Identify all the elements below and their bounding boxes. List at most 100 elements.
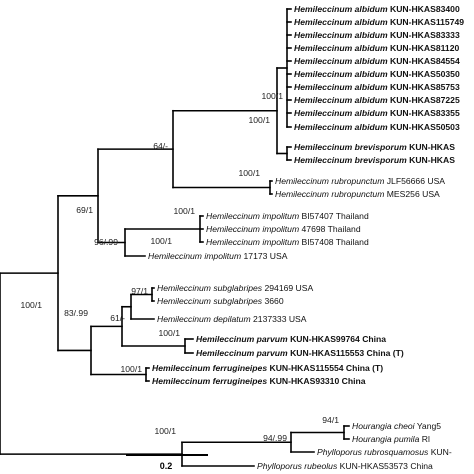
taxon-voucher: KUN-HKAS93310 China <box>267 376 366 386</box>
taxon-voucher: KUN-HKAS53573 China <box>337 461 433 471</box>
taxon-voucher: KUN-HKAS50350 <box>388 69 460 79</box>
taxon-label: Hemileccinum impolitum 17173 USA <box>148 251 288 261</box>
scale-bar: 0.2 <box>126 454 208 471</box>
taxon-label: Hemileccinum parvum KUN-HKAS115553 China… <box>196 348 404 358</box>
taxon-label: Hemileccinum rubropunctum MES256 USA <box>275 189 440 199</box>
taxon-label: Hemileccinum ferrugineipes KUN-HKAS93310… <box>152 376 366 386</box>
support-value: 100/1 <box>20 300 42 310</box>
taxon-species: Hemileccinum ferrugineipes <box>152 363 267 373</box>
taxon-species: Hemileccinum subglabripes <box>157 283 263 293</box>
taxon-species: Hemileccinum albidum <box>294 82 388 92</box>
taxon-voucher: 2137333 USA <box>251 314 307 324</box>
taxon-species: Hemileccinum rubropunctum <box>275 189 384 199</box>
taxon-voucher: Rl <box>419 434 430 444</box>
support-value: 100/1 <box>261 91 283 101</box>
taxon-species: Hourangia pumila <box>352 434 420 444</box>
taxon-label: Hemileccinum rubropunctum JLF56666 USA <box>275 176 445 186</box>
support-value: 97/1 <box>131 286 148 296</box>
taxon-species: Hemileccinum albidum <box>294 108 388 118</box>
support-value: 100/1 <box>150 236 172 246</box>
taxon-voucher: BI57408 Thailand <box>299 237 369 247</box>
taxon-label: Hemileccinum brevisporum KUN-HKAS <box>294 155 455 165</box>
taxon-label: Hemileccinum albidum KUN-HKAS83333 <box>294 30 460 40</box>
taxon-voucher: KUN-HKAS <box>407 142 455 152</box>
taxon-label: Hemileccinum brevisporum KUN-HKAS <box>294 142 455 152</box>
taxon-species: Hemileccinum impolitum <box>206 224 299 234</box>
taxon-species: Hemileccinum albidum <box>294 95 388 105</box>
taxon-label: Hemileccinum albidum KUN-HKAS81120 <box>294 43 459 53</box>
support-value: 100/1 <box>248 115 270 125</box>
taxon-label: Hemileccinum ferrugineipes KUN-HKAS11555… <box>152 363 383 373</box>
taxon-voucher: 47698 Thailand <box>299 224 361 234</box>
taxon-label: Hemileccinum subglabripes 3660 <box>157 296 284 306</box>
taxon-voucher: JLF56666 USA <box>384 176 445 186</box>
support-values: 100/1 100/1 64/- 100/1 100/1 69/1 100/1 96/.99 1… <box>20 91 339 443</box>
taxon-label: Hemileccinum depilatum 2137333 USA <box>157 314 307 324</box>
taxon-species: Hemileccinum parvum <box>196 348 288 358</box>
taxon-species: Hourangia cheoi <box>352 421 416 431</box>
taxon-voucher: Yang5 <box>415 421 442 431</box>
taxon-voucher: KUN-HKAS83400 <box>388 4 460 14</box>
taxon-species: Hemileccinum brevisporum <box>294 155 407 165</box>
support-value: 100/1 <box>154 426 176 436</box>
taxon-voucher: KUN-HKAS83355 <box>388 108 460 118</box>
taxon-voucher: 17173 USA <box>241 251 288 261</box>
taxon-voucher: KUN-HKAS <box>407 155 455 165</box>
support-value: 61/- <box>110 313 125 323</box>
taxon-voucher: MES256 USA <box>384 189 440 199</box>
taxon-labels: Hemileccinum albidum KUN-HKAS83400Hemile… <box>148 4 464 471</box>
taxon-voucher: KUN-HKAS115749 <box>388 17 465 27</box>
taxon-voucher: KUN-HKAS85753 <box>388 82 460 92</box>
taxon-label: Hemileccinum impolitum BI57408 Thailand <box>206 237 369 247</box>
taxon-species: Hemileccinum parvum <box>196 334 288 344</box>
taxon-label: Hemileccinum albidum KUN-HKAS83355 <box>294 108 460 118</box>
taxon-species: Hemileccinum rubropunctum <box>275 176 384 186</box>
taxon-species: Hemileccinum albidum <box>294 17 388 27</box>
taxon-label: Hemileccinum parvum KUN-HKAS99764 China <box>196 334 386 344</box>
taxon-species: Hemileccinum impolitum <box>148 251 241 261</box>
support-value: 94/1 <box>322 415 339 425</box>
taxon-voucher: KUN-HKAS99764 China <box>288 334 387 344</box>
taxon-voucher: KUN- <box>428 447 452 457</box>
taxon-label: Hemileccinum albidum KUN-HKAS87225 <box>294 95 460 105</box>
taxon-label: Hourangia cheoi Yang5 <box>352 421 441 431</box>
taxon-label: Hemileccinum subglabripes 294169 USA <box>157 283 313 293</box>
support-value: 100/1 <box>173 206 195 216</box>
taxon-species: Hemileccinum albidum <box>294 30 388 40</box>
taxon-voucher: 294169 USA <box>262 283 313 293</box>
taxon-species: Hemileccinum albidum <box>294 43 388 53</box>
taxon-voucher: BI57407 Thailand <box>299 211 369 221</box>
tree-branches <box>0 8 350 467</box>
taxon-voucher: KUN-HKAS87225 <box>388 95 460 105</box>
taxon-species: Hemileccinum albidum <box>294 56 388 66</box>
taxon-species: Phylloporus rubeolus <box>257 461 338 471</box>
taxon-label: Hemileccinum impolitum BI57407 Thailand <box>206 211 369 221</box>
taxon-species: Hemileccinum depilatum <box>157 314 251 324</box>
taxon-species: Hemileccinum albidum <box>294 69 388 79</box>
support-value: 100/1 <box>120 364 142 374</box>
taxon-species: Phylloporus rubrosquamosus <box>317 447 429 457</box>
taxon-label: Phylloporus rubeolus KUN-HKAS53573 China <box>257 461 433 471</box>
support-value: 69/1 <box>76 205 93 215</box>
support-value: 64/- <box>153 141 168 151</box>
taxon-label: Hemileccinum albidum KUN-HKAS85753 <box>294 82 460 92</box>
support-value: 96/.99 <box>94 237 118 247</box>
taxon-voucher: KUN-HKAS115553 China (T) <box>288 348 404 358</box>
taxon-voucher: KUN-HKAS84554 <box>388 56 460 66</box>
support-value: 83/.99 <box>64 308 88 318</box>
taxon-voucher: KUN-HKAS115554 China (T) <box>267 363 383 373</box>
taxon-voucher: KUN-HKAS81120 <box>388 43 460 53</box>
taxon-label: Hemileccinum albidum KUN-HKAS115749 <box>294 17 464 27</box>
taxon-label: Hemileccinum albidum KUN-HKAS84554 <box>294 56 460 66</box>
taxon-species: Hemileccinum impolitum <box>206 237 299 247</box>
taxon-label: Hemileccinum albidum KUN-HKAS83400 <box>294 4 460 14</box>
taxon-label: Hemileccinum albidum KUN-HKAS50350 <box>294 69 460 79</box>
taxon-species: Hemileccinum ferrugineipes <box>152 376 267 386</box>
support-value: 100/1 <box>158 328 180 338</box>
taxon-species: Hemileccinum subglabripes <box>157 296 263 306</box>
taxon-label: Hemileccinum impolitum 47698 Thailand <box>206 224 361 234</box>
taxon-species: Hemileccinum impolitum <box>206 211 299 221</box>
taxon-species: Hemileccinum brevisporum <box>294 142 407 152</box>
taxon-voucher: 3660 <box>262 296 284 306</box>
